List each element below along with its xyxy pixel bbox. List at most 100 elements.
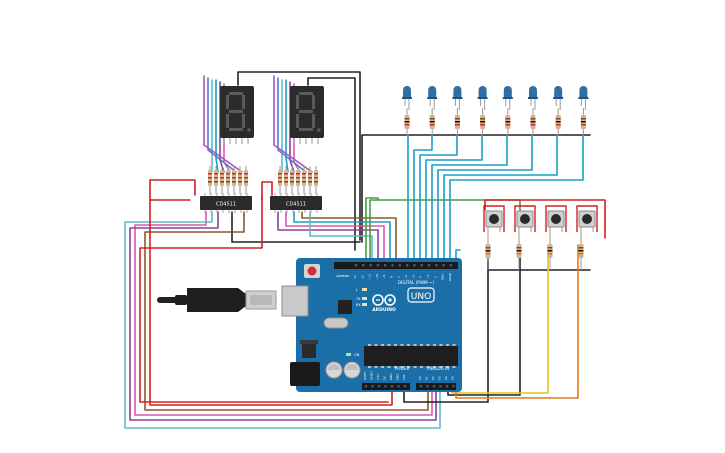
power-pin[interactable] bbox=[397, 385, 400, 388]
led[interactable] bbox=[427, 86, 438, 110]
led-resistor[interactable] bbox=[530, 108, 536, 135]
power-pin-label: 3.3V bbox=[376, 374, 380, 380]
led-resistor[interactable] bbox=[580, 108, 586, 135]
led-resistor[interactable] bbox=[555, 108, 561, 135]
digital-pin[interactable] bbox=[449, 264, 453, 267]
digital-pin[interactable] bbox=[362, 264, 365, 267]
led[interactable] bbox=[402, 86, 412, 110]
push-button[interactable] bbox=[483, 205, 505, 232]
wire-ic1-purple-down bbox=[129, 211, 437, 421]
segment-resistor[interactable] bbox=[308, 166, 312, 194]
digital-pin[interactable] bbox=[405, 264, 409, 267]
analog-pin[interactable] bbox=[419, 385, 423, 388]
segment-resistor[interactable] bbox=[290, 166, 294, 194]
button-resistor[interactable] bbox=[547, 232, 553, 270]
digital-pin[interactable] bbox=[384, 264, 387, 267]
segment-resistor[interactable] bbox=[296, 166, 300, 194]
digital-pin[interactable] bbox=[413, 264, 416, 267]
led-resistor[interactable] bbox=[404, 108, 410, 135]
digital-pin[interactable] bbox=[420, 264, 423, 267]
seven-segment-display-2[interactable] bbox=[290, 86, 324, 144]
led-resistor[interactable] bbox=[505, 108, 511, 135]
led-resistor[interactable] bbox=[480, 108, 486, 135]
analog-pin[interactable] bbox=[452, 385, 455, 388]
wire-disp1-magenta bbox=[203, 75, 243, 173]
analog-pin-label: A1 bbox=[425, 376, 429, 380]
digital-pin[interactable] bbox=[398, 264, 401, 267]
rx-led bbox=[362, 303, 367, 306]
segment-resistor[interactable] bbox=[226, 166, 230, 194]
analog-pin-label: A0 bbox=[418, 376, 422, 380]
segment-resistor[interactable] bbox=[208, 166, 212, 194]
led-resistor[interactable] bbox=[429, 108, 435, 135]
digital-pin[interactable] bbox=[354, 264, 358, 267]
analog-pin[interactable] bbox=[439, 385, 442, 388]
segment-resistor[interactable] bbox=[238, 166, 242, 194]
digital-pin-label: 4 bbox=[419, 276, 423, 278]
button-resistor[interactable] bbox=[485, 232, 491, 270]
button-resistor[interactable] bbox=[578, 232, 584, 270]
segment-resistor[interactable] bbox=[302, 166, 306, 194]
voltage-regulator bbox=[302, 342, 316, 358]
led[interactable] bbox=[553, 86, 564, 110]
led[interactable] bbox=[477, 86, 488, 110]
wire-ic2-purple bbox=[277, 211, 379, 263]
reset-button-cap[interactable] bbox=[307, 266, 317, 276]
analog-pin[interactable] bbox=[445, 385, 449, 388]
segment-resistor[interactable] bbox=[220, 166, 224, 194]
digital-pin[interactable] bbox=[391, 264, 394, 267]
l-led-label: L bbox=[356, 288, 358, 292]
ic-cd4511-1[interactable]: CD4511 bbox=[200, 193, 252, 213]
arduino-logo bbox=[372, 294, 396, 306]
led[interactable] bbox=[578, 86, 589, 110]
segment-resistor[interactable] bbox=[214, 166, 218, 194]
analog-pin[interactable] bbox=[426, 385, 429, 388]
power-pin[interactable] bbox=[377, 385, 381, 388]
led-row bbox=[402, 86, 589, 135]
ic-label: CD4511 bbox=[286, 202, 306, 208]
power-pin[interactable] bbox=[364, 385, 368, 388]
digital-pin[interactable] bbox=[369, 264, 372, 267]
seven-segment-display-1[interactable] bbox=[220, 86, 254, 144]
usb-cable bbox=[157, 288, 277, 312]
analog-header bbox=[416, 383, 456, 390]
segment-resistor[interactable] bbox=[244, 166, 248, 194]
wire-green bbox=[365, 197, 379, 263]
segment-resistor[interactable] bbox=[284, 166, 288, 194]
on-label: ON bbox=[354, 353, 360, 357]
power-pin[interactable] bbox=[403, 385, 407, 388]
power-pin-label: IOREF bbox=[363, 371, 367, 380]
push-button[interactable] bbox=[545, 205, 567, 232]
segment-resistor[interactable] bbox=[232, 166, 236, 194]
segment-resistor[interactable] bbox=[314, 166, 318, 194]
power-pin-label: 5V bbox=[383, 376, 387, 380]
button-resistor[interactable] bbox=[516, 232, 522, 270]
push-button[interactable] bbox=[514, 205, 536, 232]
led[interactable] bbox=[502, 86, 513, 110]
analog-pin[interactable] bbox=[432, 385, 436, 388]
digital-pin[interactable] bbox=[435, 264, 438, 267]
digital-pin[interactable] bbox=[427, 264, 431, 267]
led[interactable] bbox=[528, 86, 538, 110]
power-pin[interactable] bbox=[384, 385, 387, 388]
ic-cd4511-2[interactable]: CD4511 bbox=[270, 193, 322, 213]
power-pin[interactable] bbox=[371, 385, 374, 388]
on-led bbox=[346, 353, 351, 356]
digital-pin-label: ~5 bbox=[411, 275, 415, 280]
push-button[interactable] bbox=[576, 205, 598, 232]
wire-black-led-rail bbox=[361, 134, 591, 243]
digital-pin[interactable] bbox=[376, 264, 380, 267]
wire-black-mid bbox=[307, 77, 356, 251]
wire-black-top bbox=[237, 71, 361, 241]
led-resistor[interactable] bbox=[454, 108, 460, 135]
mcu-pins bbox=[368, 344, 456, 368]
power-pin[interactable] bbox=[390, 385, 394, 388]
wire-disp2-blue2 bbox=[277, 77, 307, 173]
l-led bbox=[362, 288, 367, 291]
segment-resistor[interactable] bbox=[278, 166, 282, 194]
led[interactable] bbox=[452, 86, 463, 110]
digital-pin[interactable] bbox=[442, 264, 445, 267]
